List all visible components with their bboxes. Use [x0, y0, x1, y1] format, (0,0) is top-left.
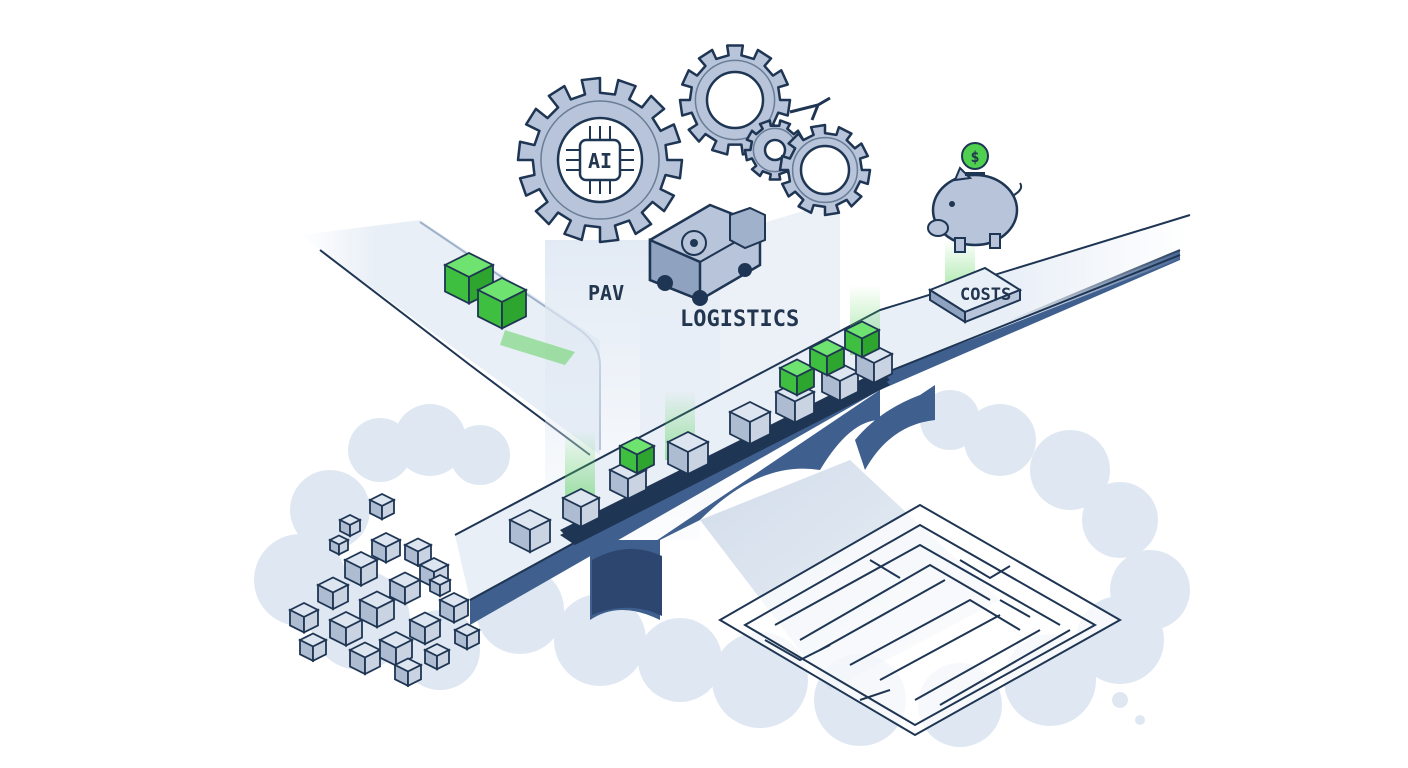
- cube-icon: [287, 601, 321, 634]
- maze-icon: [718, 503, 1123, 737]
- cube-icon: [337, 513, 363, 538]
- ai-chip-icon: AI: [556, 116, 644, 204]
- cube-icon: [327, 610, 365, 648]
- cube-icon: [369, 531, 403, 564]
- cube-icon: [560, 487, 602, 529]
- cube-icon: [475, 276, 529, 330]
- cube-icon: [507, 508, 553, 554]
- cube-icon: [387, 571, 423, 606]
- cube-icon: [392, 657, 424, 688]
- logistics-label: LOGISTICS: [680, 307, 799, 332]
- cube-icon: [297, 632, 329, 663]
- cube-icon: [342, 550, 380, 588]
- cube-icon: [402, 537, 434, 568]
- pav-label: PAV: [588, 281, 624, 305]
- coin-icon: $: [961, 142, 989, 170]
- cube-icon: [327, 534, 351, 556]
- cube-icon: [367, 492, 397, 521]
- cube-icon: [347, 641, 383, 676]
- cube-group: [442, 251, 895, 554]
- costs-label: COSTS: [960, 285, 1011, 305]
- cube-icon: [357, 590, 397, 629]
- cube-icon: [617, 436, 657, 475]
- cube-icon: [665, 430, 711, 476]
- cube-icon: [842, 320, 882, 359]
- cube-icon: [377, 630, 415, 668]
- cube-icon: [407, 611, 443, 646]
- truck-icon: [648, 203, 766, 306]
- cube-icon: [853, 343, 895, 385]
- coin-label: $: [970, 148, 979, 166]
- cube-icon: [422, 642, 452, 671]
- cube-icon: [437, 591, 471, 624]
- ai-label: AI: [588, 149, 612, 173]
- arrow-icon: [789, 96, 831, 121]
- cube-icon: [315, 576, 351, 611]
- cube-icon: [427, 573, 453, 598]
- cube-icon: [777, 358, 817, 397]
- rubble-pile: [287, 492, 482, 688]
- costs-plate: [927, 266, 1023, 324]
- gear-icon: [778, 123, 872, 217]
- cube-icon: [452, 622, 482, 651]
- cube-icon: [807, 338, 847, 377]
- cube-icon: [727, 400, 773, 446]
- piggy-bank-icon: [927, 166, 1023, 253]
